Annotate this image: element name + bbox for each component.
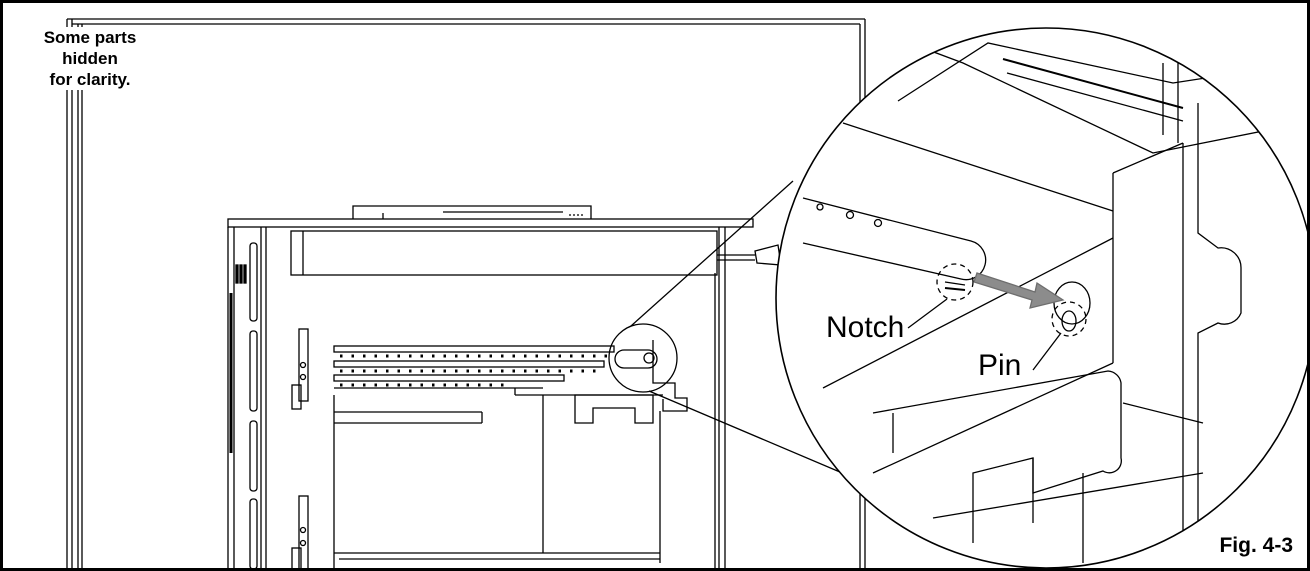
magnified-detail [776,28,1307,568]
notch-label: Notch [826,311,904,344]
pin-label: Pin [978,349,1021,382]
firebox [227,205,782,568]
note-line-2: hidden [62,49,118,68]
hidden-parts-note: Some parts hidden for clarity. [15,27,165,90]
detail-circle [775,27,1307,568]
figure-label: Fig. 4-3 [1219,534,1293,557]
leader-line-top [630,180,794,327]
detail-marker-circle [608,323,678,393]
note-line-1: Some parts [43,28,137,47]
note-line-3: for clarity. [49,70,131,89]
stove-body [66,18,866,568]
assembly-drawing: Notch Pin [66,18,1307,568]
